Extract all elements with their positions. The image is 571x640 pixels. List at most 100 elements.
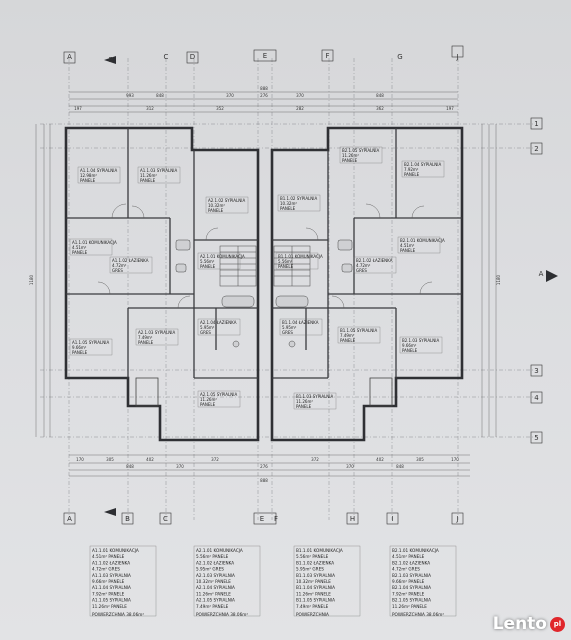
room-label-line: 5.56m²	[278, 259, 293, 264]
room-label-line: 10.32m²	[208, 203, 225, 208]
legend-row: 4.72m² GRES	[392, 567, 420, 572]
room-label-line: PANELE	[200, 264, 216, 269]
room-label-line: 4.51m²	[72, 245, 87, 250]
dim-top: 282	[296, 106, 304, 111]
axis-label-bottom: C	[163, 515, 168, 523]
room-label-line: 11.26m²	[296, 399, 313, 404]
room-label-line: 4.72m²	[356, 263, 371, 268]
legend-row: 7.92m² PANELE	[92, 591, 125, 596]
dim-top: 276	[260, 93, 268, 98]
axis-label-right: 1	[534, 120, 538, 128]
legend-row: 4.51m² PANELE	[92, 554, 125, 559]
dim-bottom: 305	[416, 457, 424, 462]
room-label-frame	[277, 194, 321, 212]
dim-top-overall: 888	[260, 86, 268, 91]
legend-row: B1.1.01 KOMUNIKACJA	[296, 548, 343, 553]
room-label-line: B1.1.05 SYPIALNIA	[340, 328, 377, 333]
axis-label-bottom: B	[125, 515, 130, 523]
room-label-line: B2.1.01 KOMUNIKACJA	[400, 238, 445, 243]
dim-bottom: 848	[126, 464, 134, 469]
legend-row: 10.32m² PANELE	[296, 579, 331, 584]
dim-top: 993	[126, 93, 134, 98]
room-label-line: B1.1.01 KOMUNIKACJA	[278, 254, 323, 259]
legend-row: 9.66m² PANELE	[392, 579, 425, 584]
room-label-line: 10.32m²	[280, 201, 297, 206]
dim-bottom: 402	[376, 457, 384, 462]
top-dimension-lines	[69, 91, 458, 113]
dim-bottom: 848	[396, 464, 404, 469]
legend-row: 5.95m² GRES	[296, 567, 324, 572]
dim-top: 848	[156, 93, 164, 98]
axis-label-right: 5	[534, 434, 538, 442]
room-label-line: GRES	[282, 330, 293, 335]
room-label-frame	[137, 166, 181, 184]
axis-label-bottom: J	[455, 515, 458, 523]
entrance-porches	[135, 377, 393, 407]
room-label-line: PANELE	[200, 402, 216, 407]
legend-row: 7.92m² PANELE	[392, 591, 425, 596]
legend-row: 4.51m² PANELE	[392, 554, 425, 559]
room-label-line: B1.1.04 ŁAZIENKA	[282, 320, 319, 325]
axis-label-top: J	[455, 53, 458, 61]
staircases	[219, 245, 311, 287]
axis-label-bottom: H	[350, 515, 355, 523]
axis-label-top: E	[263, 52, 267, 60]
door-swings	[97, 203, 433, 309]
dim-top: 352	[216, 106, 224, 111]
legend-row: A1.1.02 ŁAZIENKA	[92, 560, 130, 565]
room-label-line: PANELE	[296, 404, 312, 409]
legend-row: 10.32m² PANELE	[196, 579, 231, 584]
legend-row: A2.1.01 KOMUNIKACJA	[196, 548, 243, 553]
dim-bottom: 372	[311, 457, 319, 462]
axis-label-top: G	[397, 53, 402, 61]
interior-walls	[66, 128, 462, 379]
legend-row: 7.49m² PANELE	[196, 604, 229, 609]
legend-row: 4.72m² GRES	[92, 567, 120, 572]
room-label-line: GRES	[200, 330, 211, 335]
room-label-frame	[401, 160, 445, 178]
dim-bottom: 170	[76, 457, 84, 462]
room-label-line: PANELE	[402, 348, 418, 353]
room-label-frame	[337, 326, 381, 344]
dim-bottom: 170	[451, 457, 459, 462]
legend-row: B2.1.02 ŁAZIENKA	[392, 560, 430, 565]
legend-row: B1.1.02 ŁAZIENKA	[296, 560, 334, 565]
room-label-line: PANELE	[72, 350, 88, 355]
room-label-line: 5.95m²	[200, 325, 215, 330]
axis-label-top: F	[325, 52, 329, 60]
legend-row: 5.95m² GRES	[196, 567, 224, 572]
dim-top: 370	[226, 93, 234, 98]
dim-top: 197	[446, 106, 454, 111]
room-label-line: 12.98m²	[80, 173, 97, 178]
legend-row: B1.1.03 SYPIALNIA	[296, 573, 335, 578]
legend-total: POWIERZCHNIA 38.06m²	[92, 612, 144, 617]
room-label-frame	[109, 256, 153, 274]
axis-label-right: 2	[534, 145, 538, 153]
room-label-line: A1.1.05 SYPIALNIA	[72, 340, 109, 345]
legend-row: A2.1.04 SYPIALNIA	[196, 585, 235, 590]
side-dimension-lines	[35, 124, 497, 437]
room-label-line: PANELE	[208, 208, 224, 213]
watermark-pl-badge: pl	[550, 616, 565, 632]
legend-row: B1.1.04 SYPIALNIA	[296, 585, 335, 590]
room-label-line: 5.56m²	[200, 259, 215, 264]
room-label-line: PANELE	[340, 338, 356, 343]
axis-label-top: C	[164, 53, 169, 61]
axis-label-bottom: I	[391, 515, 393, 523]
room-label-line: 11.26m²	[200, 397, 217, 402]
